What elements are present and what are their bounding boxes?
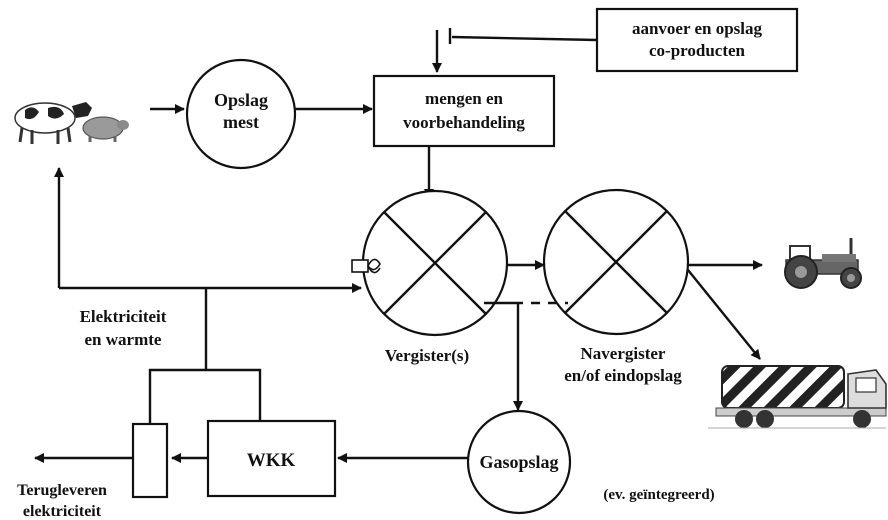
coproducts-label-2: co-producten: [649, 41, 746, 60]
mengen-label-1: mengen en: [425, 89, 503, 108]
vergister-node: [361, 189, 509, 337]
coproducts-box: aanvoer en opslag co-producten: [595, 7, 799, 73]
wkk-up-line: [206, 368, 262, 421]
navergister-node: [542, 188, 690, 336]
opslag-mest-node: Opslag mest: [185, 58, 297, 170]
cow-icon: [14, 102, 92, 144]
wkk-label: WKK: [247, 450, 296, 471]
navergister-label-1: Navergister: [581, 344, 666, 363]
stirrer-icon: [351, 258, 381, 274]
gasopslag-note: (ev. geïntegreerd): [603, 487, 714, 503]
gasopslag-node: Gasopslag: [466, 409, 572, 515]
wkk-box: WKK: [206, 419, 337, 498]
coproducts-label-1: aanvoer en opslag: [632, 19, 763, 38]
meter-box: [131, 422, 169, 499]
mengen-label-2: voorbehandeling: [403, 113, 525, 132]
terugleveren-label-1: Terugleveren: [17, 482, 107, 499]
elektriciteit-label-2: en warmte: [85, 330, 162, 349]
pig-icon: [82, 116, 129, 142]
navergister-label-2: en/of eindopslag: [564, 366, 682, 385]
coproducts-line: [451, 35, 598, 42]
vergister-label: Vergister(s): [385, 346, 469, 365]
tanker-truck-icon: [708, 365, 887, 429]
arrow-navergister-to-truck: [687, 269, 761, 360]
gasopslag-label: Gasopslag: [479, 452, 558, 472]
meter-up-line: [148, 368, 206, 424]
elektriciteit-label-1: Elektriciteit: [80, 307, 167, 326]
opslag-mest-label-1: Opslag: [214, 90, 268, 110]
terugleveren-label-2: elektriciteit: [23, 503, 102, 520]
opslag-mest-label-2: mest: [223, 112, 259, 132]
tractor-icon: [784, 238, 862, 289]
mengen-box: mengen en voorbehandeling: [372, 74, 556, 148]
